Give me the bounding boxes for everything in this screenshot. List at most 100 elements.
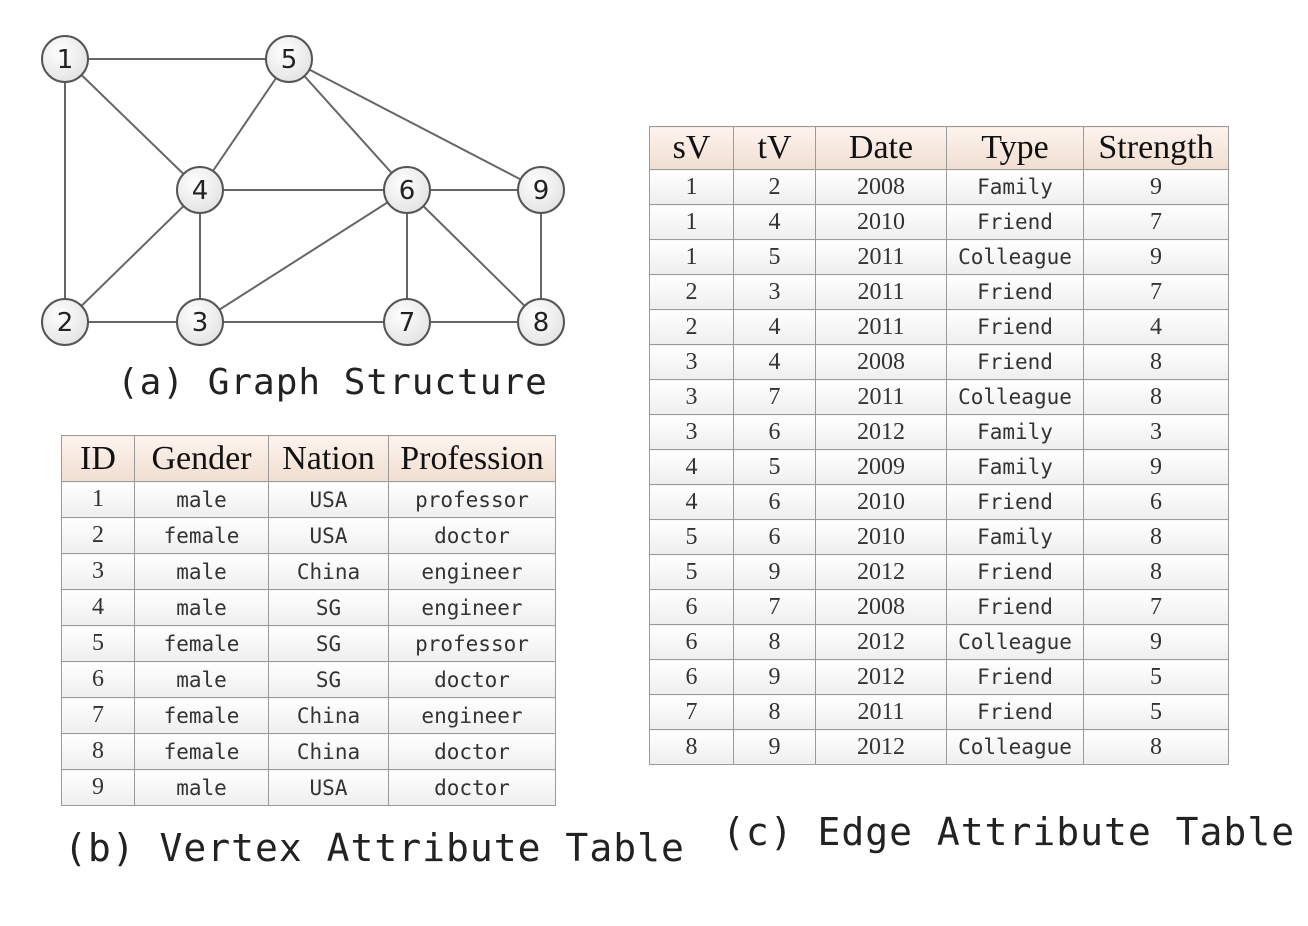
vertex-table-cell-id: 2	[61, 517, 135, 554]
edge-table-cell-sv: 7	[649, 694, 734, 730]
edge-table-cell-tv: 6	[733, 414, 816, 450]
edge-table-cell-strength: 7	[1083, 274, 1229, 310]
edge-table-cell-type: Friend	[946, 659, 1084, 695]
vertex-table-header-nation: Nation	[268, 435, 389, 482]
edge-table-cell-strength: 9	[1083, 624, 1229, 660]
graph-node-label: 1	[57, 45, 74, 75]
graph-edge-3-6	[199, 189, 408, 323]
edge-table-cell-type: Friend	[946, 344, 1084, 380]
edge-table-cell-sv: 6	[649, 624, 734, 660]
graph-node-8: 8	[517, 298, 565, 346]
edge-table-cell-strength: 9	[1083, 239, 1229, 275]
edge-table-cell-strength: 7	[1083, 589, 1229, 625]
vertex-table-cell-id: 7	[61, 697, 135, 734]
graph-node-5: 5	[265, 35, 313, 83]
vertex-table-cell-profession: professor	[388, 481, 556, 518]
graph-caption: (a) Graph Structure	[117, 362, 548, 403]
edge-table-cell-type: Colleague	[946, 239, 1084, 275]
graph-node-circle	[176, 166, 224, 214]
edge-table-cell-tv: 6	[733, 484, 816, 520]
graph-node-label: 8	[533, 308, 550, 338]
edge-table-cell-strength: 8	[1083, 519, 1229, 555]
edge-table-cell-date: 2011	[815, 694, 947, 730]
graph-edge-5-4	[199, 58, 290, 191]
edge-table-cell-type: Colleague	[946, 729, 1084, 765]
graph-node-2: 2	[41, 298, 89, 346]
edge-table-cell-tv: 6	[733, 519, 816, 555]
vertex-table-cell-profession: doctor	[388, 733, 556, 770]
graph-node-7: 7	[383, 298, 431, 346]
vertex-table-cell-profession: doctor	[388, 661, 556, 698]
edge-table-cell-tv: 4	[733, 344, 816, 380]
graph-node-circle	[383, 166, 431, 214]
edge-table-cell-date: 2012	[815, 729, 947, 765]
edge-table-cell-sv: 6	[649, 659, 734, 695]
edge-table-cell-sv: 6	[649, 589, 734, 625]
edge-table-cell-tv: 2	[733, 169, 816, 205]
edge-table-cell-strength: 8	[1083, 729, 1229, 765]
edge-table-cell-tv: 8	[733, 624, 816, 660]
edge-table-cell-sv: 2	[649, 274, 734, 310]
edge-table-cell-type: Family	[946, 169, 1084, 205]
edge-table-cell-type: Family	[946, 449, 1084, 485]
graph-node-label: 5	[281, 45, 298, 75]
edge-table-cell-sv: 3	[649, 379, 734, 415]
edge-table-cell-strength: 3	[1083, 414, 1229, 450]
graph-edge-6-8	[406, 189, 542, 323]
vertex-table-cell-nation: USA	[268, 769, 389, 806]
edge-table-cell-date: 2009	[815, 449, 947, 485]
graph-node-circle	[265, 35, 313, 83]
edge-table-cell-strength: 8	[1083, 554, 1229, 590]
edge-table-cell-date: 2011	[815, 239, 947, 275]
vertex-table-cell-profession: engineer	[388, 589, 556, 626]
edge-table-cell-tv: 4	[733, 204, 816, 240]
edge-table-cell-sv: 4	[649, 449, 734, 485]
vertex-table-cell-id: 4	[61, 589, 135, 626]
vertex-table-cell-id: 3	[61, 553, 135, 590]
edge-table-cell-sv: 2	[649, 309, 734, 345]
edge-table-cell-tv: 7	[733, 379, 816, 415]
vertex-table-cell-gender: male	[134, 769, 269, 806]
edge-table-cell-sv: 8	[649, 729, 734, 765]
graph-node-circle	[517, 298, 565, 346]
edge-table-cell-sv: 1	[649, 204, 734, 240]
edge-table-cell-tv: 8	[733, 694, 816, 730]
edge-table-cell-type: Friend	[946, 484, 1084, 520]
graph-edge-1-4	[64, 58, 201, 191]
graph-node-6: 6	[383, 166, 431, 214]
graph-node-label: 6	[399, 176, 416, 206]
edge-table-cell-date: 2012	[815, 554, 947, 590]
vertex-table-cell-profession: engineer	[388, 697, 556, 734]
edge-table-cell-type: Colleague	[946, 379, 1084, 415]
edge-table-cell-tv: 5	[733, 449, 816, 485]
vertex-table-cell-nation: SG	[268, 661, 389, 698]
vertex-table-cell-profession: professor	[388, 625, 556, 662]
edge-table-cell-strength: 5	[1083, 694, 1229, 730]
vertex-table-cell-gender: male	[134, 661, 269, 698]
vertex-table-cell-gender: female	[134, 733, 269, 770]
vertex-table-header-profession: Profession	[388, 435, 556, 482]
edge-table-cell-strength: 8	[1083, 379, 1229, 415]
graph-node-label: 2	[57, 308, 74, 338]
vertex-table-cell-profession: doctor	[388, 769, 556, 806]
edge-table-cell-date: 2011	[815, 274, 947, 310]
graph-node-circle	[41, 35, 89, 83]
edge-table-cell-strength: 5	[1083, 659, 1229, 695]
